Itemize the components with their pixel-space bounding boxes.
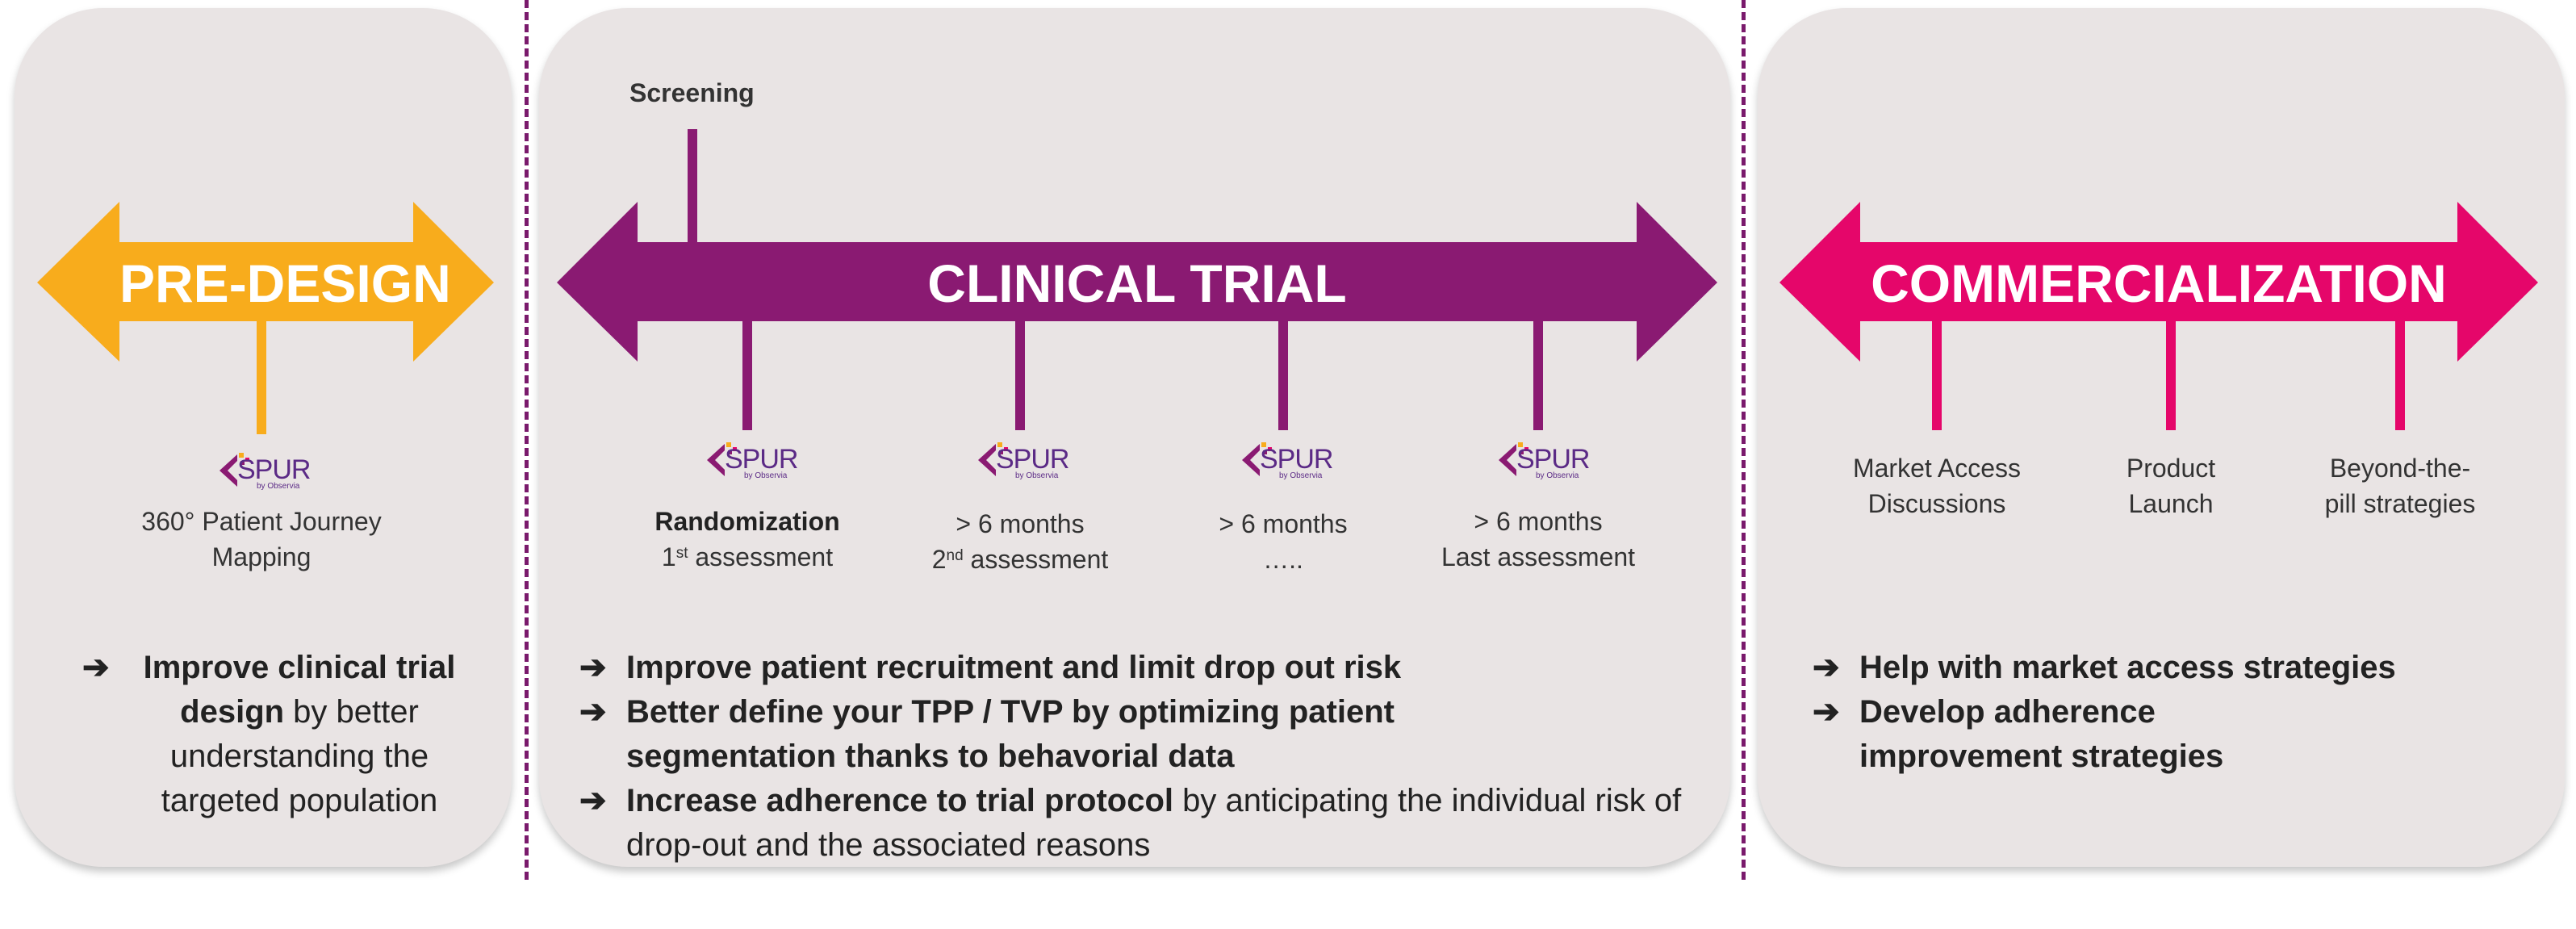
- spur-mark-icon: [1499, 442, 1528, 476]
- screening-tick: [688, 129, 697, 242]
- spur-logo: SPUR by Observia: [975, 436, 1069, 484]
- clinical-tick-1: [742, 321, 752, 430]
- clinical-trial-arrow: [557, 202, 1717, 362]
- spur-logo: SPUR by Observia: [1495, 436, 1590, 484]
- predesign-panel: [15, 8, 512, 867]
- arrow-right-icon: ➔: [82, 650, 110, 685]
- predesign-arrow: [37, 202, 494, 362]
- commercialization-arrow: [1779, 202, 2538, 362]
- spur-mark-icon: [978, 442, 1008, 476]
- clinical-tick-4: [1533, 321, 1543, 430]
- spur-mark-icon: [220, 453, 249, 487]
- arrow-right-icon: ➔: [579, 650, 607, 685]
- commercial-tick-1: [1932, 321, 1942, 430]
- screening-label: Screening: [629, 78, 755, 107]
- commercialization-title: COMMERCIALIZATION: [1871, 253, 2447, 313]
- spur-logo: SPUR by Observia: [1239, 436, 1333, 484]
- clinical-bullet-3: ➔Increase adherence to trial protocol by…: [579, 779, 1709, 868]
- commercialization-panel: [1758, 8, 2565, 867]
- clinical-milestone-2: > 6 months 2nd assessment: [931, 509, 1109, 574]
- clinical-tick-3: [1278, 321, 1288, 430]
- commercial-tick-3: [2395, 321, 2405, 430]
- clinical-bullets: ➔Improve patient recruitment and limit d…: [579, 646, 1709, 868]
- commercial-bullet-1: ➔Help with market access strategies: [1813, 646, 2474, 690]
- predesign-title: PRE-DESIGN: [119, 253, 451, 313]
- arrow-right-icon: ➔: [1813, 694, 1840, 730]
- clinical-tick-2: [1015, 321, 1025, 430]
- commercial-milestone-2: Product Launch: [2126, 454, 2216, 518]
- commercial-tick-2: [2166, 321, 2176, 430]
- spur-mark-icon: [1242, 442, 1272, 476]
- commercial-milestone-1: Market Access Discussions: [1852, 454, 2022, 518]
- clinical-milestone-4: > 6 months Last assessment: [1441, 507, 1636, 571]
- predesign-tick: [257, 321, 266, 434]
- predesign-bullets: ➔Improve clinical trial design by better…: [82, 646, 470, 823]
- predesign-milestone: 360° Patient Journey Mapping: [141, 507, 382, 571]
- clinical-trial-panel: [539, 8, 1730, 867]
- predesign-bullet: ➔Improve clinical trial design by better…: [82, 646, 470, 823]
- clinical-bullet-1: ➔Improve patient recruitment and limit d…: [579, 646, 1709, 690]
- arrow-right-icon: ➔: [579, 783, 607, 818]
- arrow-right-icon: ➔: [1813, 650, 1840, 685]
- arrow-right-icon: ➔: [579, 694, 607, 730]
- spur-mark-icon: [707, 442, 737, 476]
- commercial-bullets: ➔Help with market access strategies ➔Dev…: [1813, 646, 2474, 779]
- clinical-milestone-3: > 6 months …..: [1219, 509, 1348, 574]
- clinical-bullet-2: ➔Better define your TPP / TVP by optimiz…: [579, 690, 1709, 779]
- phase-divider-left: [525, 0, 529, 880]
- commercial-bullet-2: ➔Develop adherence improvement strategie…: [1813, 690, 2474, 779]
- commercial-milestone-3: Beyond-the- pill strategies: [2324, 454, 2476, 518]
- phase-divider-right: [1742, 0, 1746, 880]
- spur-logo: SPUR by Observia: [704, 436, 798, 484]
- spur-logo: SPUR by Observia: [216, 446, 311, 495]
- clinical-milestone-1: Randomization 1st assessment: [654, 507, 840, 571]
- clinical-trial-title: CLINICAL TRIAL: [927, 253, 1347, 313]
